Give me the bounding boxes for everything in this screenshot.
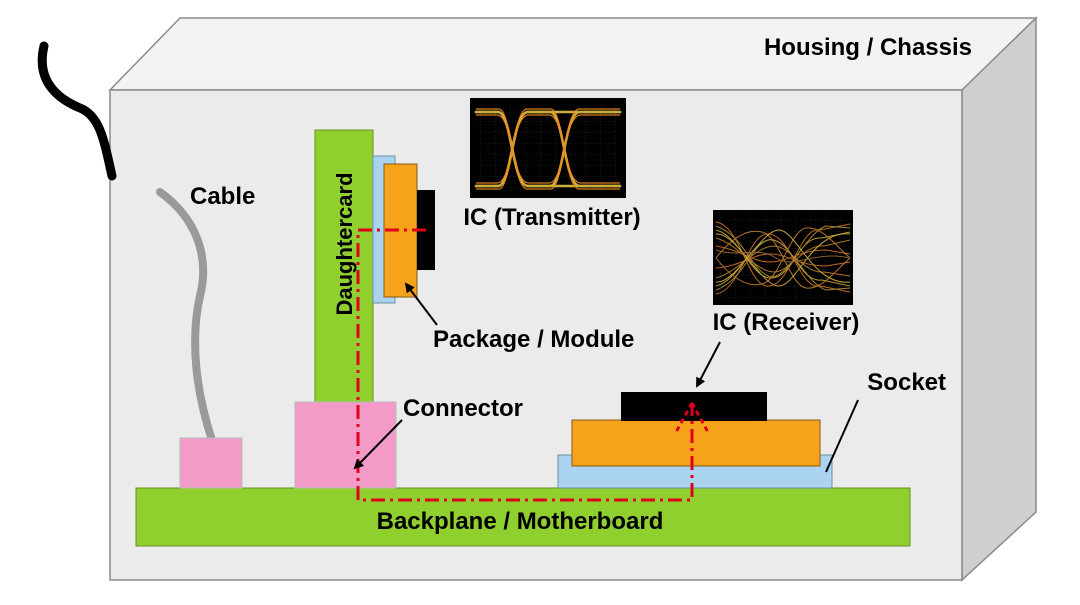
signal-path — [356, 228, 694, 502]
cable-connector-block — [179, 437, 243, 489]
transmitter-eye-diagram — [470, 98, 626, 198]
arrow-connector — [353, 419, 403, 470]
arrow-socket — [825, 399, 859, 473]
backplane-motherboard — [135, 487, 911, 547]
label-ic-receiver: IC (Receiver) — [713, 309, 860, 336]
label-package-module: Package / Module — [433, 326, 634, 353]
receiver-package — [571, 419, 821, 467]
label-housing-chassis: Housing / Chassis — [764, 34, 972, 61]
daughtercard — [314, 129, 374, 406]
label-backplane-motherboard: Backplane / Motherboard — [377, 508, 664, 535]
label-connector: Connector — [403, 395, 523, 422]
internal-cable — [156, 188, 216, 444]
label-daughtercard: Daughtercard — [332, 172, 357, 315]
label-cable: Cable — [190, 183, 255, 210]
label-socket: Socket — [867, 369, 946, 396]
external-cable — [37, 41, 117, 181]
signal-arrow-receiver — [673, 402, 711, 435]
arrow-ic-receiver — [696, 341, 721, 388]
arrow-package-module — [404, 282, 438, 326]
receiver-eye-diagram — [713, 210, 853, 305]
connector-block — [294, 401, 397, 489]
label-ic-transmitter: IC (Transmitter) — [463, 204, 640, 231]
housing-side-face — [961, 16, 1037, 582]
